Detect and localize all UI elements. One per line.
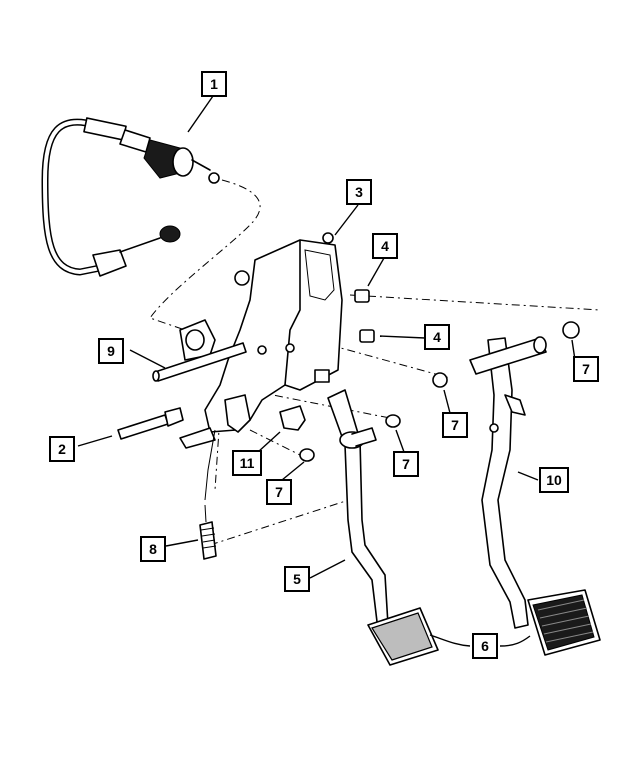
svg-text:5: 5 [293,571,301,587]
callout-1: 1 [201,71,227,97]
svg-text:2: 2 [58,441,66,457]
callout-8: 8 [140,536,166,562]
svg-text:7: 7 [582,361,590,377]
callout-2: 2 [49,436,75,462]
bolt [117,407,184,440]
callout-11: 11 [232,450,262,476]
svg-text:7: 7 [402,456,410,472]
svg-text:7: 7 [451,417,459,433]
svg-text:6: 6 [481,638,489,654]
callout-9: 9 [98,338,124,364]
callout-7-left: 7 [266,479,292,505]
bushings [299,289,580,462]
callout-7-center: 7 [393,451,419,477]
svg-text:4: 4 [381,238,389,254]
brake-pedal [469,336,601,656]
callout-3: 3 [346,179,372,205]
callout-4-top: 4 [372,233,398,259]
svg-text:8: 8 [149,541,157,557]
clutch-cable [41,117,220,277]
clutch-pedal [327,389,439,666]
clip [224,394,306,433]
svg-text:11: 11 [240,455,255,471]
svg-text:3: 3 [355,184,363,200]
callout-7-right: 7 [573,356,599,382]
svg-text:9: 9 [107,343,115,359]
return-spring [199,429,217,560]
callout-7-middle: 7 [442,412,468,438]
svg-text:1: 1 [210,76,218,92]
leader-lines [77,95,576,647]
callout-5: 5 [284,566,310,592]
pedal-bracket [179,232,343,449]
callout-4-bottom: 4 [424,324,450,350]
svg-text:7: 7 [275,484,283,500]
callout-6: 6 [472,633,498,659]
svg-text:10: 10 [546,472,562,488]
callout-10: 10 [539,467,569,493]
pivot-shaft [152,342,247,382]
svg-text:4: 4 [433,329,441,345]
